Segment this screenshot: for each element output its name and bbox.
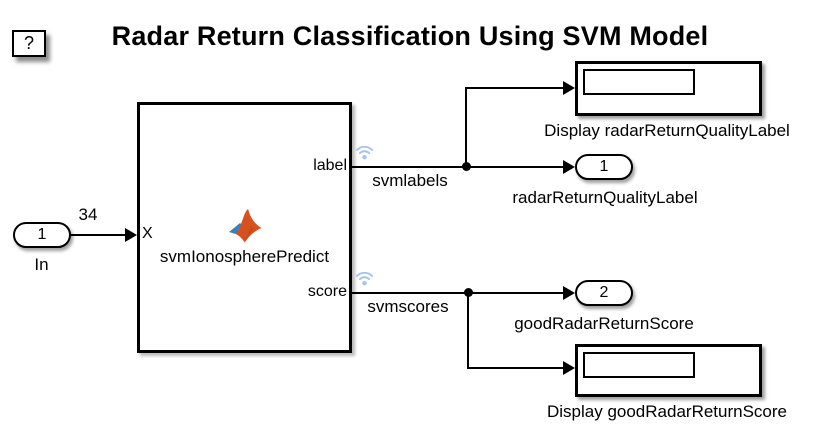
inport-number: 1 <box>37 226 47 243</box>
outport-number: 2 <box>599 284 609 301</box>
wire-label-out[interactable] <box>352 166 466 168</box>
wire-inport-arrowhead-icon <box>125 228 137 242</box>
wire-score-to-display[interactable] <box>468 367 563 369</box>
wire-label-branch-dot <box>462 162 471 171</box>
predict-block-name: svmIonospherePredict <box>159 247 330 266</box>
wireless-signal-icon <box>355 271 374 286</box>
wire-score-branch-dot <box>464 288 473 297</box>
display-value-field <box>583 69 695 95</box>
help-button[interactable]: ? <box>12 30 46 57</box>
outport-block-good-radar-return-score[interactable]: 2 <box>575 280 633 306</box>
wire-score-outport-arrowhead-icon <box>563 286 575 300</box>
predict-output-port-score: score <box>307 283 347 300</box>
signal-name-svmscores: svmscores <box>367 297 449 316</box>
predict-output-port-label: label <box>313 157 347 174</box>
inport-block[interactable]: 1 <box>13 222 71 248</box>
signal-dimension-label: 34 <box>78 205 98 224</box>
help-button-label: ? <box>23 33 34 53</box>
display-value-field <box>583 352 695 378</box>
signal-name-svmlabels: svmlabels <box>372 171 448 190</box>
wire-score-branch-down[interactable] <box>467 293 469 369</box>
predict-input-port-x: X <box>142 225 153 242</box>
outport-block-radar-return-quality-label[interactable]: 1 <box>575 154 633 180</box>
outport-number: 1 <box>599 158 609 175</box>
display-block-radar-return-quality-label[interactable] <box>575 61 762 116</box>
inport-caption: In <box>34 255 49 274</box>
wire-inport-to-x[interactable] <box>70 234 125 236</box>
wire-label-branch-up[interactable] <box>465 87 467 167</box>
display-block-good-radar-return-score[interactable] <box>575 344 762 397</box>
display-label-caption: Display radarReturnQualityLabel <box>544 121 790 140</box>
wire-label-to-display[interactable] <box>466 87 563 89</box>
matlab-logo-icon <box>229 209 262 243</box>
wire-label-to-outport[interactable] <box>466 166 563 168</box>
model-title: Radar Return Classification Using SVM Mo… <box>111 21 709 51</box>
wire-score-out[interactable] <box>352 292 468 294</box>
outport-score-caption: goodRadarReturnScore <box>514 314 694 333</box>
wire-score-display-arrowhead-icon <box>563 361 575 375</box>
wire-label-display-arrowhead-icon <box>563 81 575 95</box>
outport-label-caption: radarReturnQualityLabel <box>512 188 698 207</box>
wireless-signal-icon <box>355 145 374 160</box>
display-score-caption: Display goodRadarReturnScore <box>546 402 788 421</box>
wire-score-to-outport[interactable] <box>468 292 563 294</box>
wire-label-outport-arrowhead-icon <box>563 160 575 174</box>
